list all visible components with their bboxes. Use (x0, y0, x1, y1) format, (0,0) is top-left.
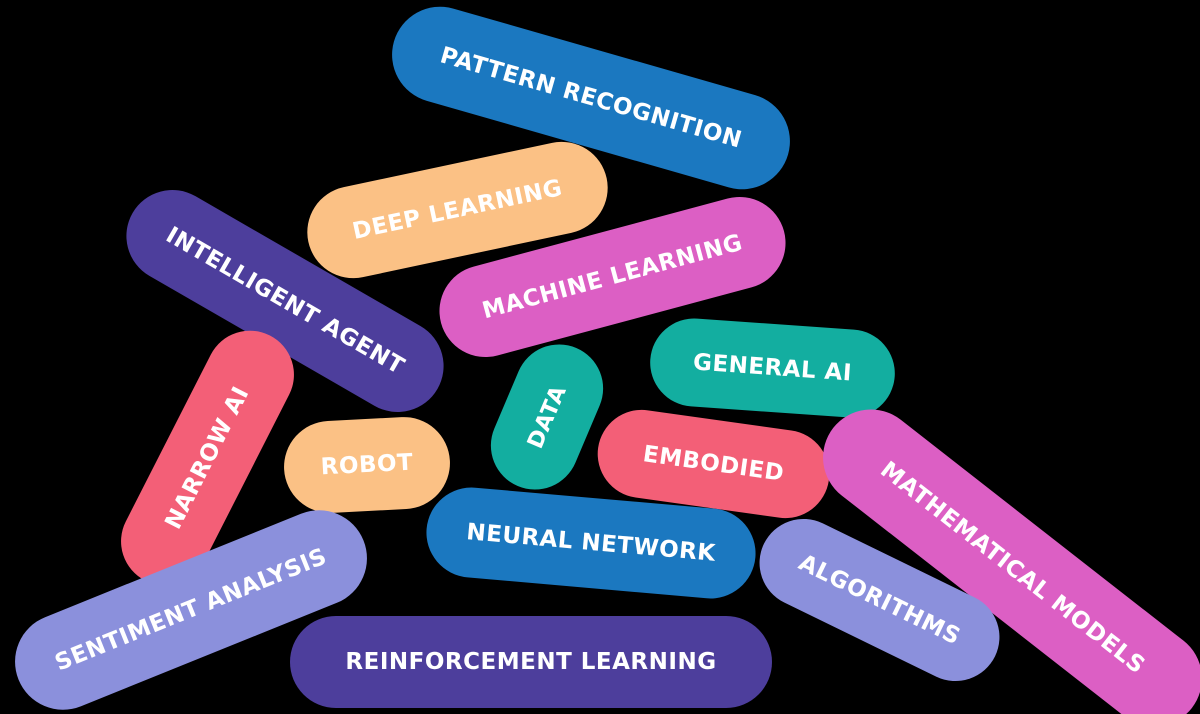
term-label: MACHINE LEARNING (479, 229, 746, 325)
term-label: REINFORCEMENT LEARNING (345, 649, 717, 675)
term-label: ROBOT (320, 449, 414, 481)
term-label: NARROW AI (160, 382, 255, 534)
term-pill-robot: ROBOT (281, 414, 453, 516)
term-pill-reinforcement-learning: REINFORCEMENT LEARNING (290, 616, 772, 708)
term-label: GENERAL AI (692, 349, 853, 387)
term-pill-general-ai: GENERAL AI (647, 315, 898, 421)
term-label: NEURAL NETWORK (465, 519, 717, 567)
term-label: SENTIMENT ANALYSIS (51, 543, 331, 677)
term-label: PATTERN RECOGNITION (437, 42, 745, 154)
term-label: EMBODIED (641, 441, 786, 487)
term-pill-data: DATA (477, 330, 617, 504)
term-label: DATA (522, 381, 572, 453)
term-label: DEEP LEARNING (350, 175, 565, 245)
